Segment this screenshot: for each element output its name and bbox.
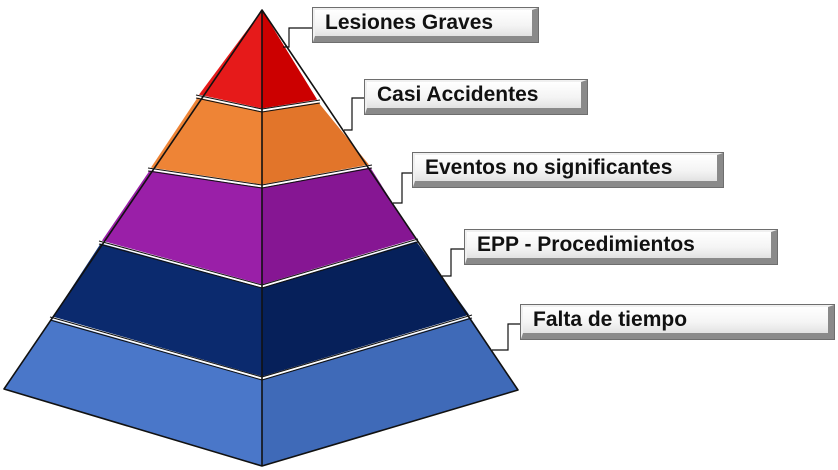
label-epp-text: EPP - Procedimientos — [477, 233, 695, 256]
label-lesiones-graves-text: Lesiones Graves — [325, 11, 494, 34]
pyramid-level-casi-accidentes — [150, 97, 370, 186]
level-1-right-face — [262, 10, 318, 110]
label-casi-accidentes: Casi Accidentes — [364, 79, 588, 115]
level-3-right-face — [262, 167, 416, 286]
label-casi-accidentes-text: Casi Accidentes — [377, 83, 539, 106]
callout-leader-lines — [283, 27, 520, 351]
leader-line-3 — [393, 172, 412, 204]
level-4-right-face — [262, 241, 470, 378]
level-3-left-face — [101, 170, 262, 286]
level-2-left-face — [150, 97, 262, 186]
level-1-left-face — [198, 10, 262, 110]
label-lesiones-graves: Lesiones Graves — [312, 7, 539, 43]
leader-line-1 — [283, 27, 312, 48]
label-epp-procedimientos: EPP - Procedimientos — [464, 229, 778, 265]
leader-line-5 — [492, 323, 520, 351]
leader-line-2 — [344, 97, 364, 131]
level-4-left-face — [52, 243, 262, 378]
pyramid-outline — [3, 9, 519, 467]
leader-line-4 — [442, 248, 464, 277]
level-5-right-face — [262, 317, 518, 466]
label-eventos-no-significantes: Eventos no significantes — [412, 152, 724, 188]
pyramid-level-lesiones-graves — [198, 10, 318, 110]
pyramid-level-falta-de-tiempo — [4, 317, 518, 466]
level-2-right-face — [262, 102, 370, 186]
level-5-left-face — [4, 319, 262, 466]
label-eventos-text: Eventos no significantes — [425, 156, 673, 179]
label-falta-de-tiempo-text: Falta de tiempo — [533, 308, 688, 331]
pyramid-level-eventos — [101, 167, 416, 286]
pyramid-level-epp — [52, 241, 470, 378]
label-falta-de-tiempo: Falta de tiempo — [520, 304, 835, 340]
